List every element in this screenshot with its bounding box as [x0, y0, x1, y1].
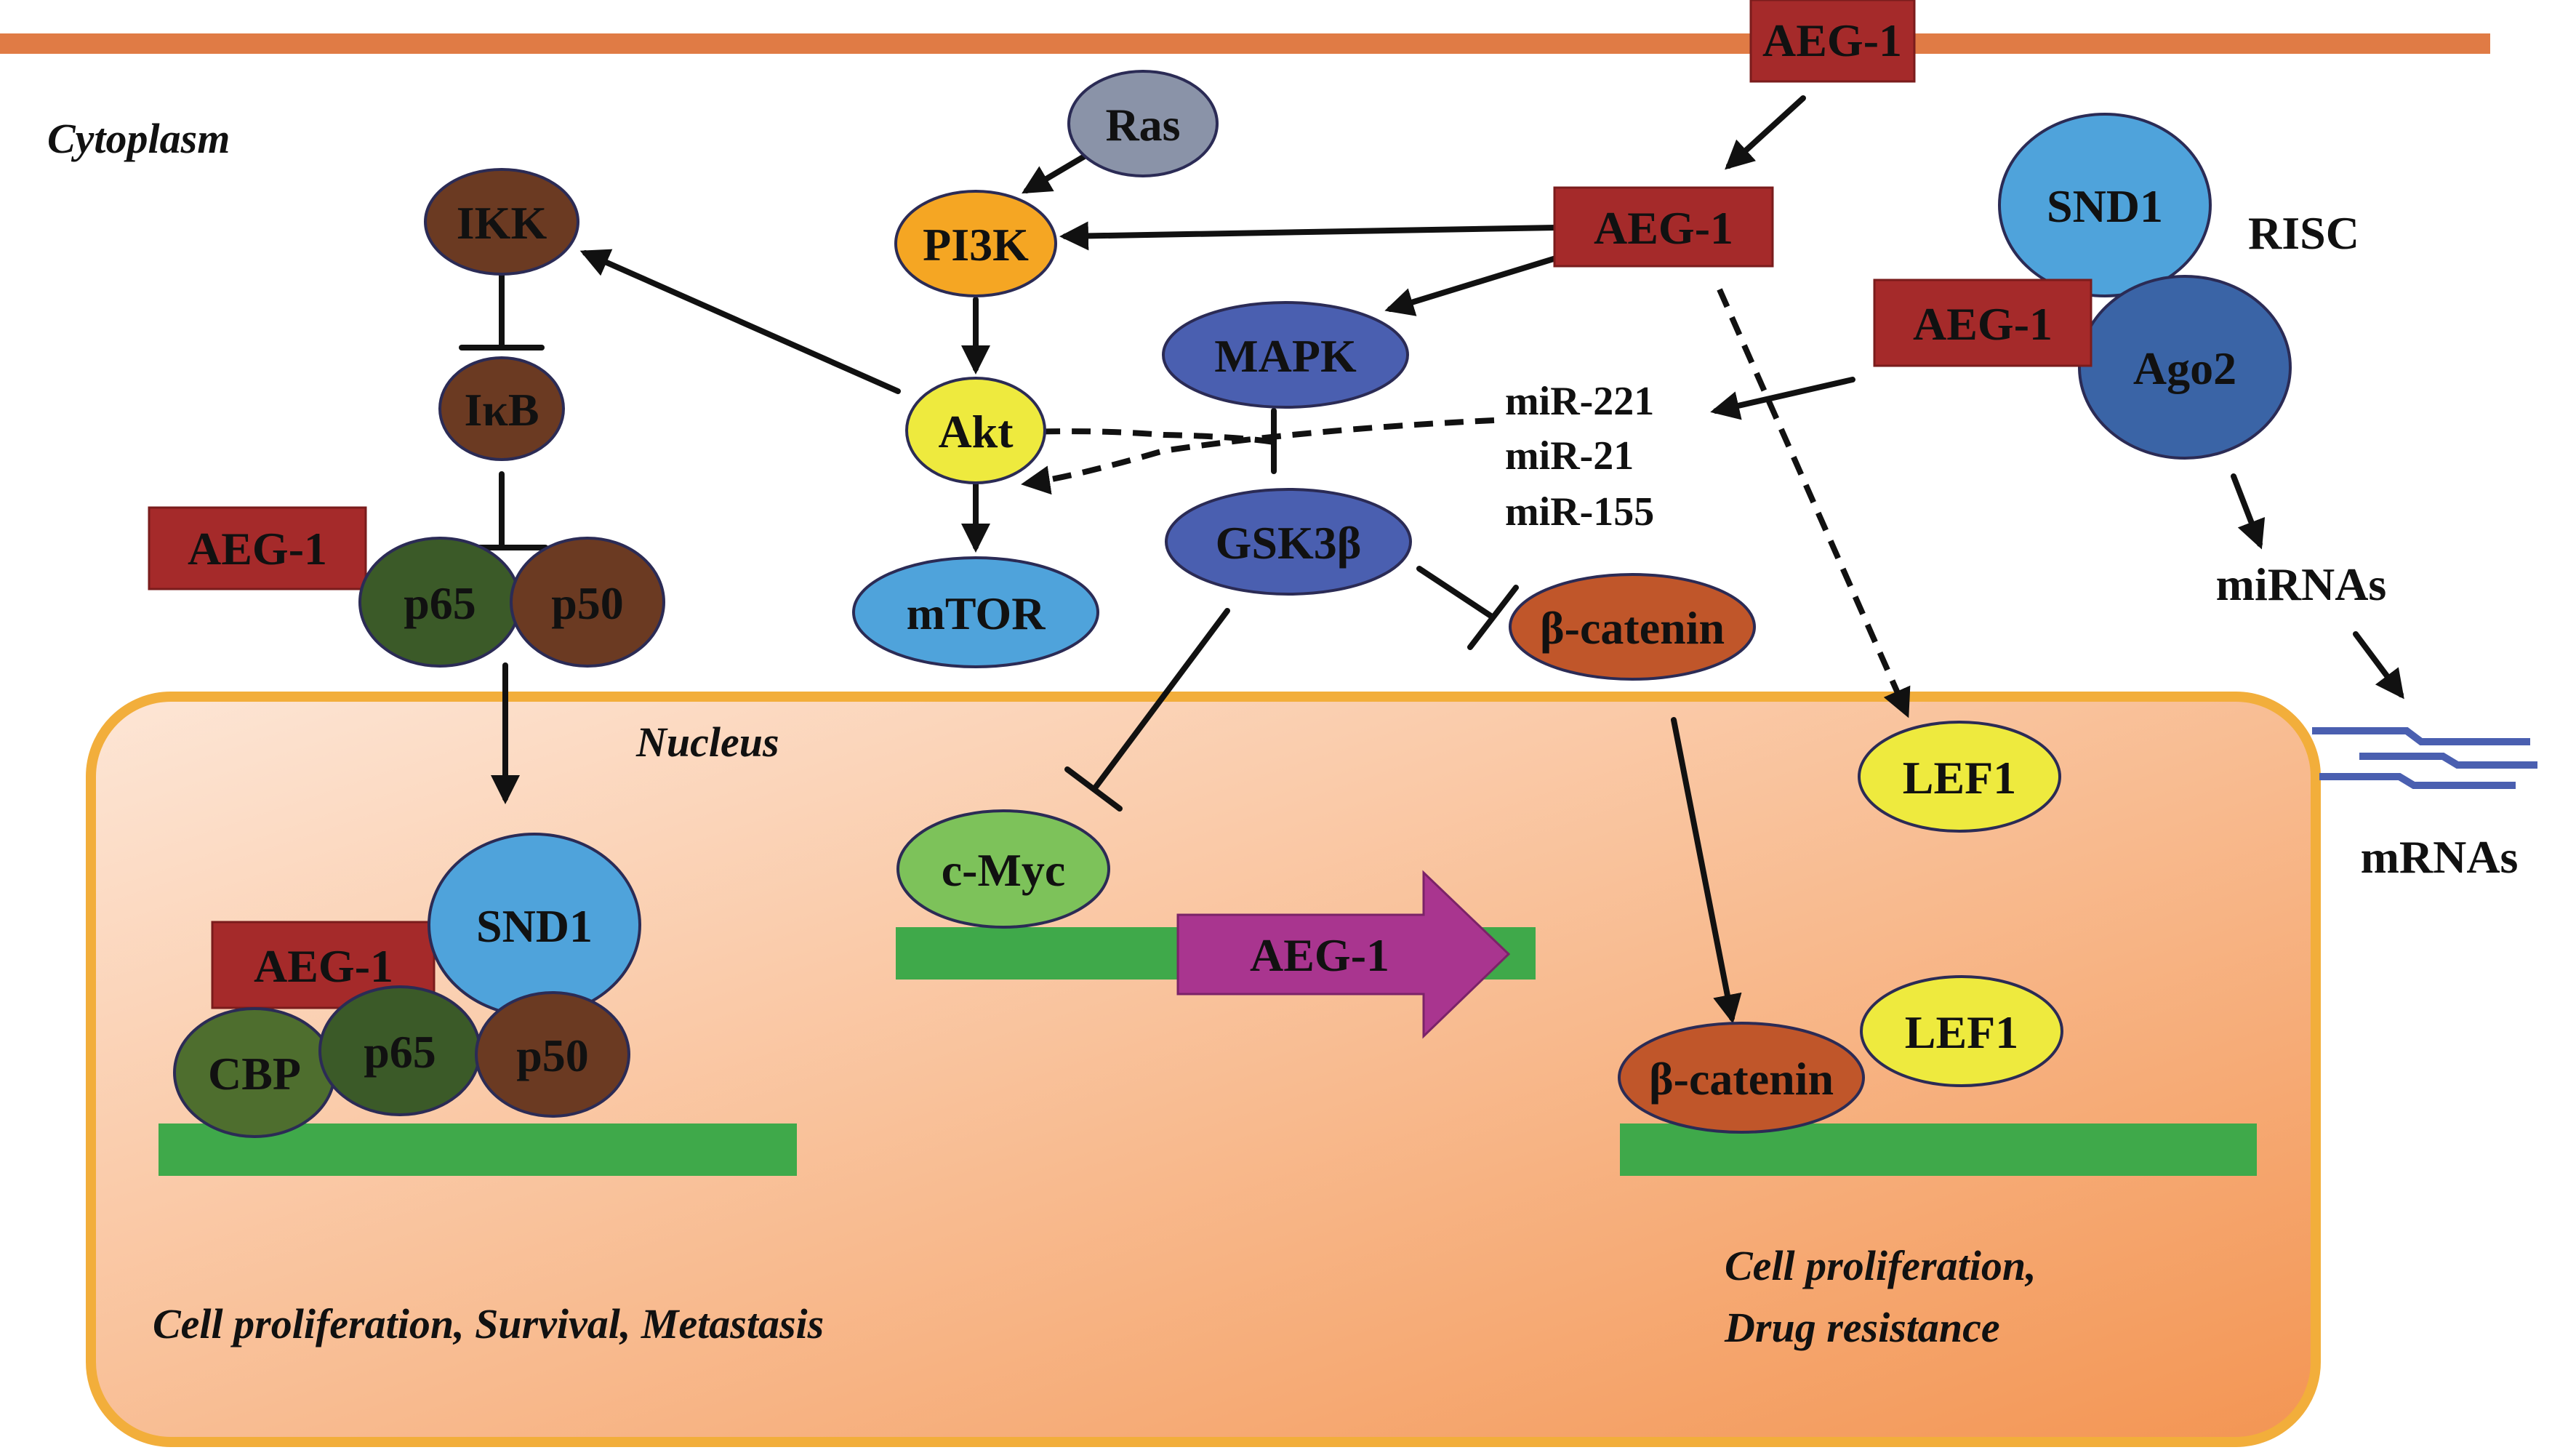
pi3k-label: PI3K — [923, 219, 1029, 271]
p50-nuc-node — [475, 991, 630, 1118]
ikk-node — [424, 168, 579, 276]
akt-label: Akt — [938, 406, 1014, 457]
bcatenin-cyto-node — [1509, 573, 1756, 681]
lef1-nuc-node — [1860, 975, 2063, 1087]
akt-node — [905, 377, 1046, 484]
edge-gsk3b-inhibits-bcatenin-bar — [1467, 585, 1519, 650]
edge-aeg1-membrane-to-cyto — [1725, 95, 1806, 170]
aeg1-nfkb-label: AEG-1 — [188, 523, 327, 574]
edge-bcatenin-translocation — [1671, 717, 1742, 1024]
edge-mirnas-to-mrnas — [2353, 631, 2404, 700]
aeg1-nfkb-box — [148, 506, 367, 590]
mir21-label: miR-21 — [1505, 433, 1634, 478]
snd1-nuc-label: SND1 — [476, 900, 593, 952]
edge-risc-to-mirna — [1710, 377, 1855, 420]
cmyc-node — [896, 809, 1110, 929]
outcome-right-line1: Cell proliferation, — [1725, 1242, 2037, 1289]
aeg1-cyto-label: AEG-1 — [1594, 202, 1733, 254]
aeg1-cyto-box — [1553, 186, 1774, 268]
lef1-cyto-node — [1858, 721, 2061, 833]
edge-aeg1-to-mapk — [1384, 255, 1559, 316]
outcome-left: Cell proliferation, Survival, Metastasis — [153, 1300, 824, 1347]
p50-nuc-label: p50 — [516, 1030, 589, 1081]
p50-cyto-label: p50 — [551, 577, 624, 629]
gsk3b-node — [1165, 488, 1412, 596]
risc-label: RISC — [2248, 207, 2359, 259]
bcatenin-nuc-node — [1618, 1022, 1865, 1134]
gsk3b-label: GSK3β — [1216, 517, 1362, 569]
mir155-label: miR-155 — [1505, 489, 1654, 534]
mrnas-label: mRNAs — [2361, 831, 2519, 883]
aeg1-membrane-label: AEG-1 — [1762, 15, 1902, 66]
p65-cyto-label: p65 — [404, 577, 476, 629]
aeg1-gene-arrow — [1176, 870, 1511, 1039]
edge-akt-inhibits-gsk3b — [1010, 428, 1275, 445]
aeg1-membrane-box — [1749, 0, 1916, 83]
mapk-label: MAPK — [1214, 330, 1357, 382]
edge-aeg1-to-lef1-dashed — [1717, 288, 1911, 718]
bcatenin-nuc-label: β-catenin — [1649, 1053, 1834, 1105]
p65-nuc-label: p65 — [364, 1026, 436, 1078]
edge-mirna-to-akt-dashed — [1021, 417, 1495, 495]
pi3k-node — [894, 190, 1057, 297]
mapk-node — [1162, 301, 1409, 409]
cell-membrane — [0, 33, 2490, 54]
edge-akt-to-ikk — [579, 249, 901, 394]
mirnas-label: miRNAs — [2216, 558, 2387, 610]
ikb-node — [438, 356, 565, 461]
ras-label: Ras — [1105, 99, 1180, 151]
nucleus-label: Nucleus — [635, 718, 779, 766]
p50-cyto-node — [510, 537, 665, 668]
outcome-right-line2: Drug resistance — [1724, 1304, 2000, 1351]
ikk-label: IKK — [457, 197, 547, 249]
cytoplasm-label: Cytoplasm — [47, 115, 230, 162]
cmyc-label: c-Myc — [942, 844, 1066, 896]
mtor-label: mTOR — [907, 588, 1046, 639]
aeg1-nuc-label: AEG-1 — [254, 940, 393, 992]
ras-node — [1067, 70, 1219, 177]
aeg1-risc-label: AEG-1 — [1913, 298, 2053, 350]
mtor-node — [852, 556, 1099, 668]
snd1-risc-node — [1998, 113, 2212, 297]
edge-gsk3b-inhibits-cmyc — [1091, 608, 1230, 792]
aeg1-risc-box — [1873, 279, 2093, 367]
ago2-label: Ago2 — [2133, 343, 2236, 394]
lef1-nuc-label: LEF1 — [1905, 1006, 2018, 1058]
cbp-label: CBP — [208, 1048, 301, 1099]
edge-gsk3b-inhibits-bcatenin — [1416, 566, 1495, 620]
lef1-cyto-label: LEF1 — [1903, 752, 2016, 804]
edge-aeg1-to-pi3k — [1059, 221, 1559, 251]
edge-ago2-to-mirnas — [2231, 473, 2266, 550]
edge-ras-to-pi3k — [1022, 148, 1097, 194]
edge-gsk3b-inhibits-cmyc-bar — [1064, 766, 1123, 812]
ikb-label: IκB — [464, 384, 539, 436]
bcatenin-cyto-label: β-catenin — [1540, 602, 1725, 654]
snd1-risc-label: SND1 — [2047, 180, 2163, 232]
nucleus-compartment — [86, 692, 2321, 1447]
mir221-label: miR-221 — [1505, 379, 1654, 424]
ago2-node — [2078, 275, 2292, 460]
mrna-strands-icon — [2312, 727, 2537, 789]
aeg1-gene-label: AEG-1 — [1250, 929, 1389, 981]
